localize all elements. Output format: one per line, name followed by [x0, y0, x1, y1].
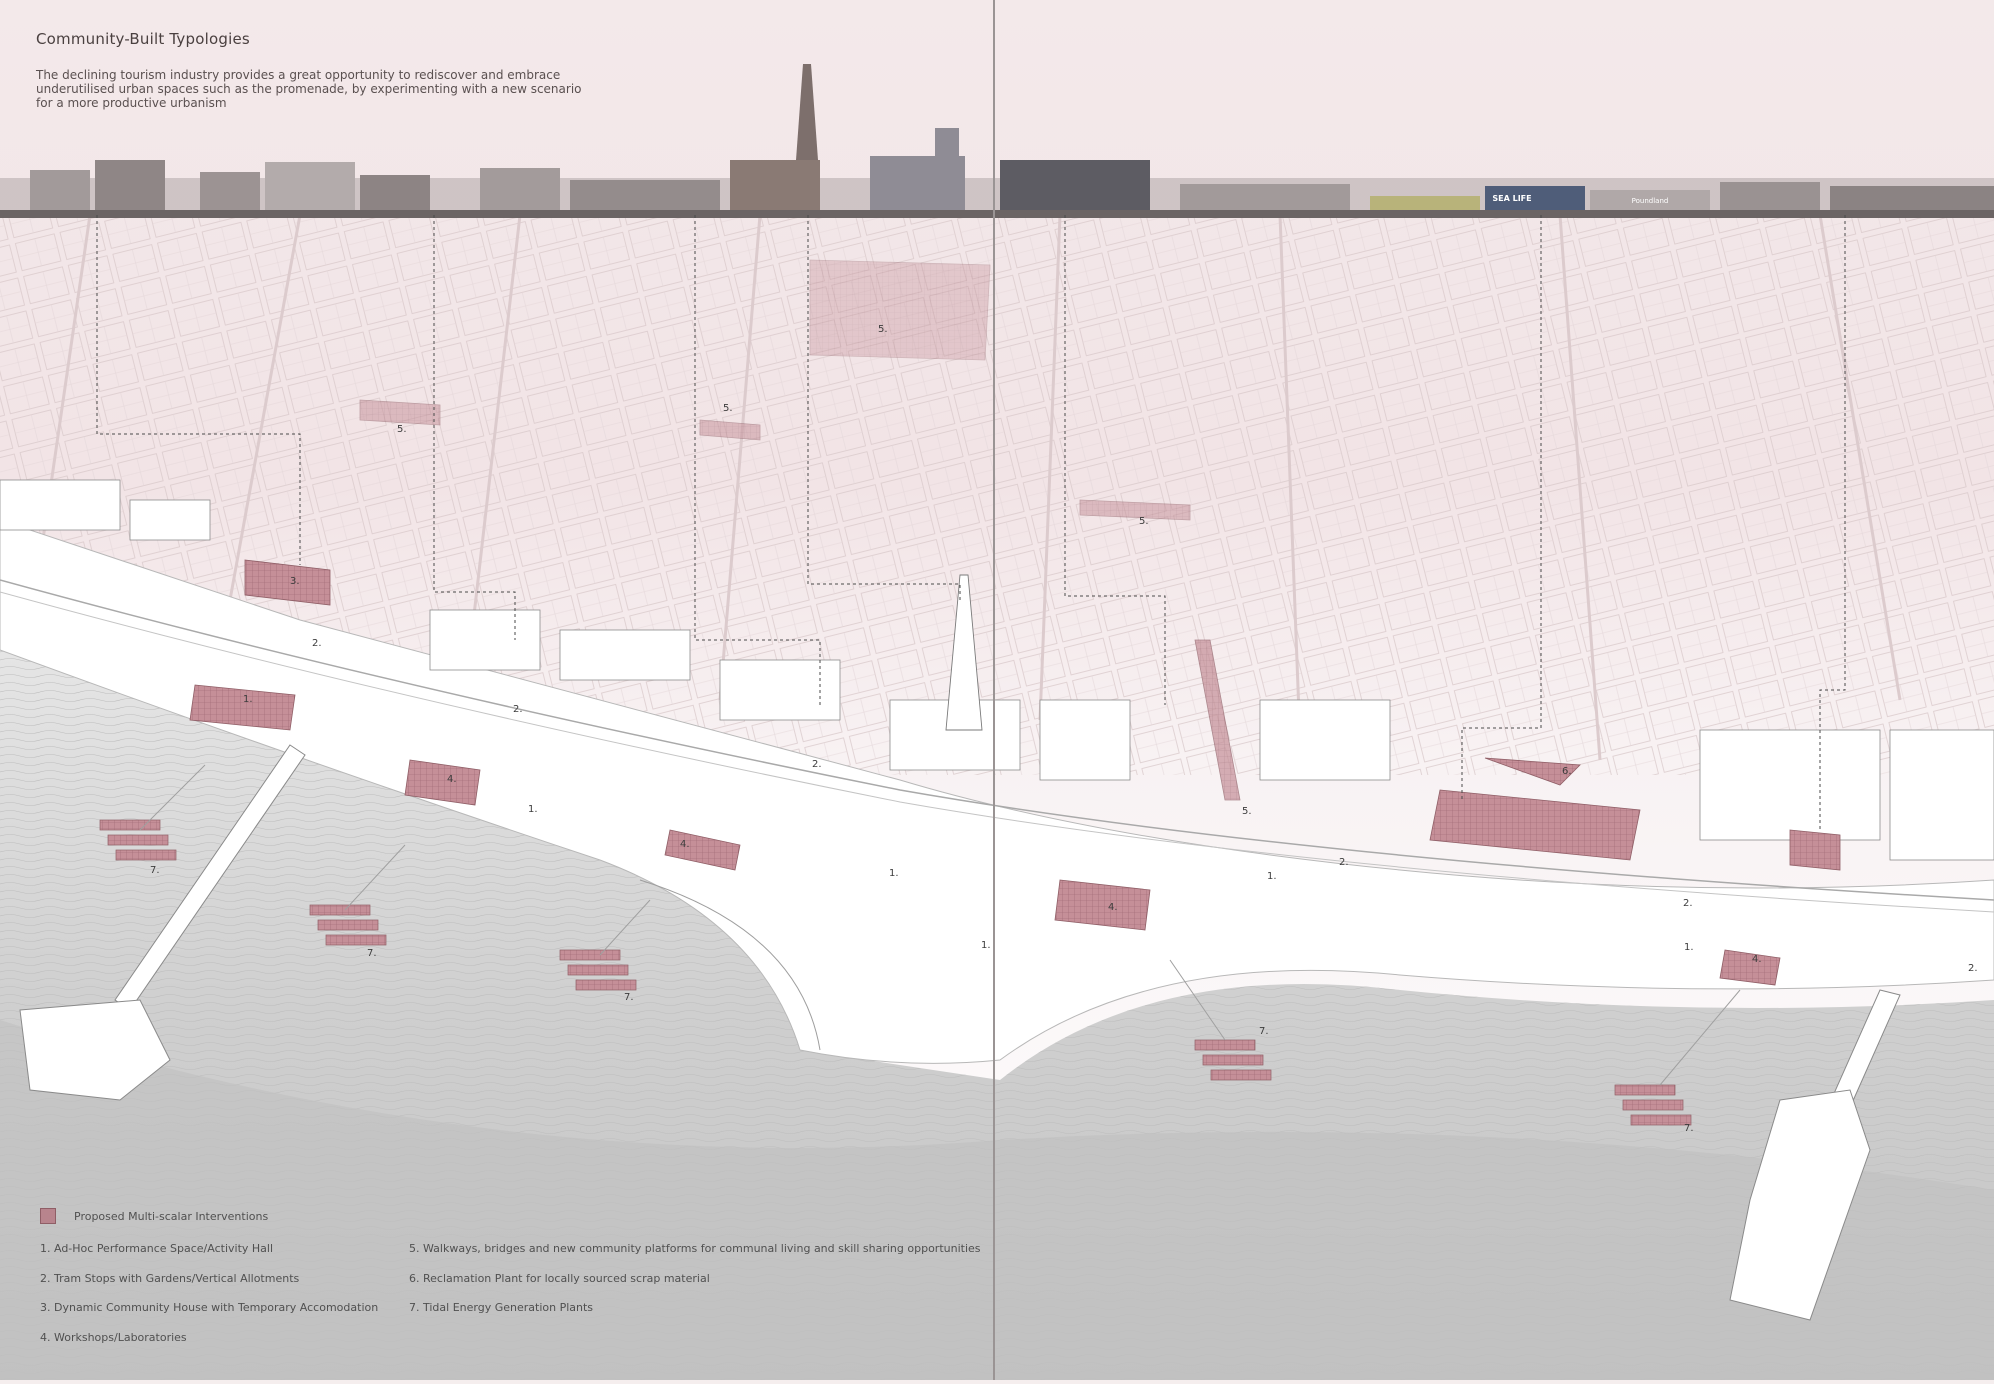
marker-7: 7.	[1259, 1026, 1269, 1037]
spread-divider	[993, 0, 995, 1380]
marker-7: 7.	[624, 992, 634, 1003]
marker-2: 2.	[1339, 857, 1349, 868]
legend-item-1: 1. Ad-Hoc Performance Space/Activity Hal…	[40, 1242, 274, 1255]
legend-item-7: 7. Tidal Energy Generation Plants	[409, 1301, 594, 1314]
intervention-right	[1789, 829, 1841, 871]
skyline-sign-poundland: Poundland	[1632, 197, 1669, 205]
intervention-4-left	[404, 759, 481, 806]
marker-1: 1.	[889, 868, 899, 879]
marker-2: 2.	[1683, 898, 1693, 909]
legend-item-5: 5. Walkways, bridges and new community p…	[409, 1242, 981, 1255]
intervention-4-center	[1054, 879, 1151, 931]
platform-left	[359, 399, 441, 426]
skyline	[0, 64, 1994, 218]
intervention-3	[244, 559, 331, 606]
marker-2: 2.	[312, 638, 322, 649]
tramline-2	[0, 591, 1994, 913]
marker-2: 2.	[1968, 963, 1978, 974]
marker-7: 7.	[367, 948, 377, 959]
marker-2: 2.	[513, 704, 523, 715]
legend-item-6: 6. Reclamation Plant for locally sourced…	[409, 1272, 710, 1285]
intervention-6	[1429, 789, 1641, 861]
marker-2: 2.	[812, 759, 822, 770]
legend-swatch	[40, 1208, 56, 1224]
skyline-sign-sealife: SEA LIFE	[1492, 194, 1531, 203]
intervention-6-roof	[1484, 757, 1581, 786]
marker-4: 4.	[447, 774, 457, 785]
platform-right	[1079, 499, 1191, 521]
page-title: Community-Built Typologies	[36, 30, 250, 48]
marker-5: 5.	[1242, 806, 1252, 817]
marker-5: 5.	[1139, 516, 1149, 527]
legend-key-label: Proposed Multi-scalar Interventions	[74, 1210, 269, 1223]
interventions	[189, 259, 1841, 986]
walkway-center	[1194, 639, 1241, 801]
central-pier	[1729, 989, 1901, 1321]
legend-item-4: 4. Workshops/Laboratories	[40, 1331, 187, 1344]
legend-item-3: 3. Dynamic Community House with Temporar…	[40, 1301, 379, 1314]
tidal-plants	[99, 819, 1692, 1126]
legend-item-2: 2. Tram Stops with Gardens/Vertical Allo…	[40, 1272, 300, 1285]
intervention-4-right	[1719, 949, 1781, 986]
marker-5: 5.	[878, 324, 888, 335]
intervention-4-mid	[664, 829, 741, 871]
tower-axonometric	[945, 574, 983, 731]
platform-top-center	[809, 259, 991, 361]
marker-1: 1.	[528, 804, 538, 815]
deep-sea	[0, 1020, 1994, 1380]
promenade-buildings	[0, 479, 1994, 861]
marker-4: 4.	[1108, 902, 1118, 913]
marker-5: 5.	[397, 424, 407, 435]
leader-lines	[96, 215, 1846, 830]
marker-labels: 3. 2. 1. 2. 4. 1. 7. 7. 7. 4. 2. 1. 1. 5…	[150, 324, 1978, 1134]
marker-7: 7.	[1684, 1123, 1694, 1134]
tower	[796, 64, 818, 160]
marker-1: 1.	[1267, 871, 1277, 882]
promenade	[0, 519, 1994, 1064]
legend: Proposed Multi-scalar Interventions 1. A…	[40, 1208, 1040, 1348]
intro-text: The declining tourism industry provides …	[36, 68, 582, 110]
north-pier	[19, 744, 306, 1101]
marker-5: 5.	[723, 403, 733, 414]
sea-wall	[639, 879, 821, 1051]
intervention-1-left	[189, 684, 296, 731]
streets	[38, 214, 1902, 761]
marker-4: 4.	[1752, 954, 1762, 965]
marker-1: 1.	[243, 694, 253, 705]
marker-7: 7.	[150, 865, 160, 876]
marker-1: 1.	[981, 940, 991, 951]
marker-6: 6.	[1562, 766, 1572, 777]
marker-1: 1.	[1684, 942, 1694, 953]
marker-3: 3.	[290, 576, 300, 587]
tramline	[0, 579, 1994, 901]
platform-center	[699, 419, 761, 441]
tidal-connectors	[139, 764, 1741, 1086]
marker-4: 4.	[680, 839, 690, 850]
